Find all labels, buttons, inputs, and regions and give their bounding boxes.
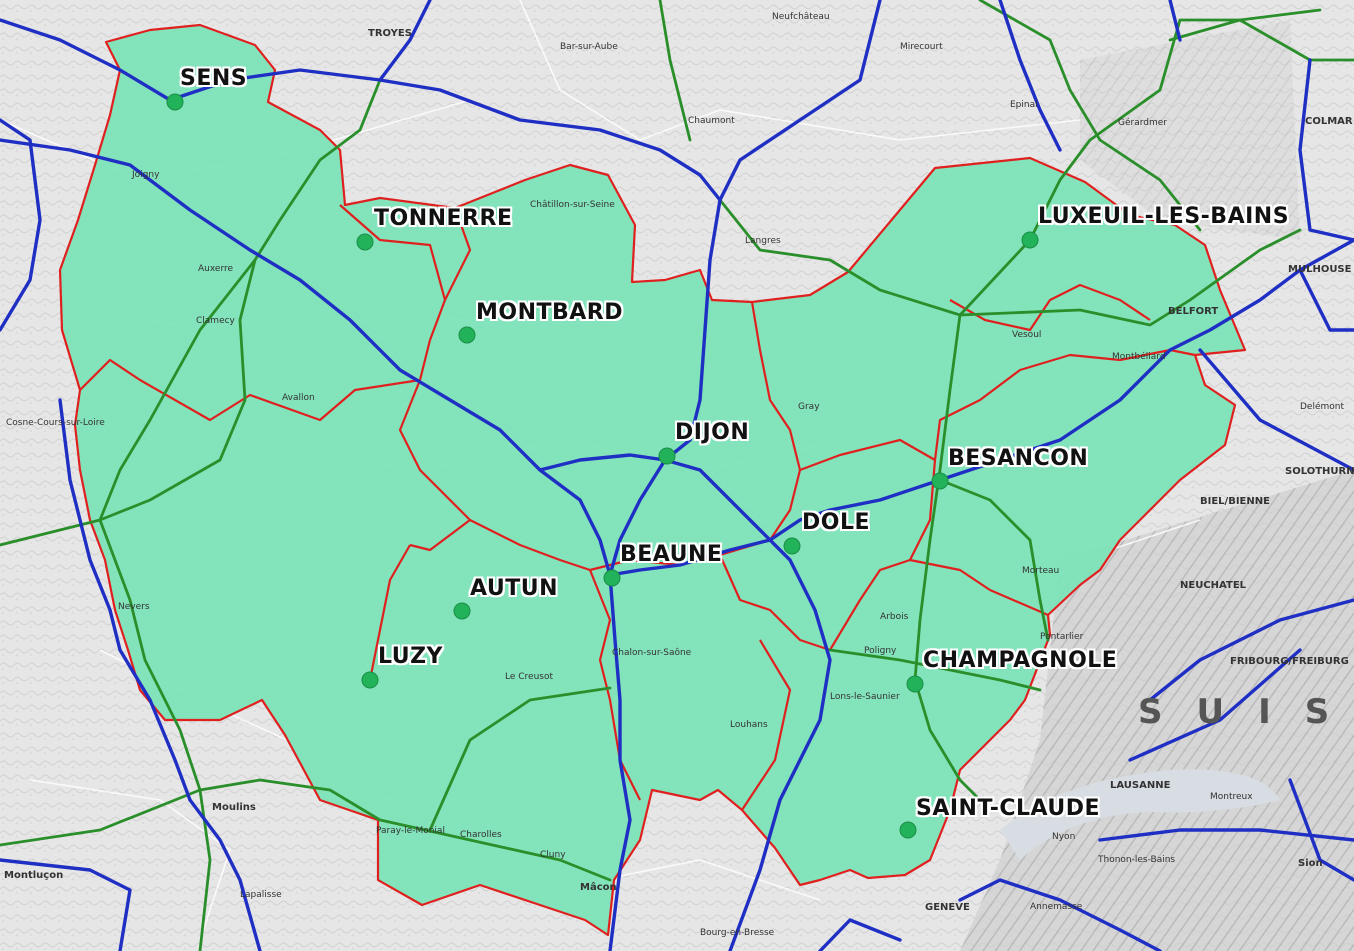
bg-label-chatillon: Châtillon-sur-Seine — [530, 200, 615, 210]
bg-label-creusot: Le Creusot — [505, 672, 554, 682]
bg-label-cluny: Cluny — [540, 850, 566, 860]
marker-tonnerre[interactable] — [356, 233, 374, 251]
bg-label-pontarlier: Pontarlier — [1040, 632, 1084, 642]
bg-label-charolles: Charolles — [460, 830, 502, 840]
marker-luzy[interactable] — [361, 671, 379, 689]
city-label-besancon[interactable]: BESANCON — [948, 446, 1089, 471]
bg-label-neuchatel: NEUCHATEL — [1180, 580, 1247, 591]
bg-label-gray: Gray — [798, 402, 820, 412]
bg-label-mirecourt: Mirecourt — [900, 42, 943, 52]
bg-label-neufchateau: Neufchâteau — [772, 12, 830, 22]
bg-label-biel: BIEL/BIENNE — [1200, 496, 1270, 507]
bg-label-joigny: Joigny — [132, 170, 160, 180]
bg-label-nevers: Nevers — [118, 602, 150, 612]
bg-label-epinal: Epinal — [1010, 100, 1038, 110]
marker-champagnole[interactable] — [906, 675, 924, 693]
bg-label-colmar: COLMAR — [1305, 116, 1353, 127]
vosges-relief — [1080, 20, 1300, 240]
city-label-montbard[interactable]: MONTBARD — [476, 300, 624, 325]
bg-label-nyon: Nyon — [1052, 832, 1076, 842]
bg-label-annemasse: Annemasse — [1030, 902, 1083, 912]
bg-label-suisse: SUISSE — [1138, 692, 1354, 732]
city-label-champagnole[interactable]: CHAMPAGNOLE — [923, 648, 1118, 673]
city-label-saint-claude[interactable]: SAINT-CLAUDE — [916, 796, 1101, 821]
bg-label-arbois: Arbois — [880, 612, 909, 622]
city-markers — [166, 93, 1039, 839]
bg-label-delemont: Delémont — [1300, 402, 1345, 412]
bg-label-clamecy: Clamecy — [196, 316, 235, 326]
bg-label-fribourg: FRIBOURG/FREIBURG — [1230, 656, 1349, 667]
bg-label-cosne: Cosne-Cours-sur-Loire — [6, 418, 105, 428]
marker-luxeuil[interactable] — [1021, 231, 1039, 249]
bg-label-chaumont: Chaumont — [688, 116, 735, 126]
bg-label-troyes: TROYES — [368, 28, 412, 39]
city-label-tonnerre[interactable]: TONNERRE — [374, 206, 513, 231]
bg-label-mulhouse: MULHOUSE — [1288, 264, 1352, 275]
bg-label-lons: Lons-le-Saunier — [830, 692, 900, 702]
bg-label-montbeliard: Montbéliard — [1112, 352, 1166, 362]
lake-geneva — [1000, 769, 1280, 860]
marker-saint-claude[interactable] — [899, 821, 917, 839]
marker-beaune[interactable] — [603, 569, 621, 587]
bg-label-chalon: Chalon-sur-Saône — [612, 648, 692, 658]
bg-label-lapalisse: Lapalisse — [240, 890, 282, 900]
bg-label-montlucon: Montluçon — [4, 870, 64, 881]
bg-label-auxerre: Auxerre — [198, 264, 234, 274]
city-label-autun[interactable]: AUTUN — [470, 576, 558, 601]
marker-sens[interactable] — [166, 93, 184, 111]
bg-label-morteau: Morteau — [1022, 566, 1060, 576]
bg-label-langres: Langres — [745, 236, 781, 246]
bg-label-moulins: Moulins — [212, 802, 256, 813]
city-label-luxeuil[interactable]: LUXEUIL-LES-BAINS — [1038, 204, 1290, 229]
city-label-dijon[interactable]: DIJON — [675, 420, 750, 445]
marker-montbard[interactable] — [458, 326, 476, 344]
bg-label-vesoul: Vesoul — [1012, 330, 1042, 340]
marker-autun[interactable] — [453, 602, 471, 620]
city-label-sens[interactable]: SENS — [180, 66, 248, 91]
bg-label-poligny: Poligny — [864, 646, 897, 656]
bg-label-avallon: Avallon — [282, 393, 315, 403]
bg-label-thonon: Thonon-les-Bains — [1098, 855, 1176, 865]
bg-label-sion: Sion — [1298, 858, 1323, 869]
bg-label-macon: Mâcon — [580, 882, 617, 893]
bg-label-solothurn: SOLOTHURN — [1285, 466, 1354, 477]
marker-dijon[interactable] — [658, 447, 676, 465]
bg-label-montreux: Montreux — [1210, 792, 1253, 802]
bg-label-belfort: BELFORT — [1168, 306, 1219, 317]
bg-label-bar-sur-aube: Bar-sur-Aube — [560, 42, 618, 52]
marker-dole[interactable] — [783, 537, 801, 555]
bg-label-lausanne: LAUSANNE — [1110, 780, 1171, 791]
bg-label-bourg: Bourg-en-Bresse — [700, 928, 775, 938]
city-label-beaune[interactable]: BEAUNE — [620, 542, 723, 567]
city-label-luzy[interactable]: LUZY — [378, 644, 443, 669]
bg-label-louhans: Louhans — [730, 720, 768, 730]
bg-label-geneve: GENEVE — [925, 902, 970, 913]
bg-label-gerardmer: Gérardmer — [1118, 118, 1167, 128]
marker-besancon[interactable] — [931, 472, 949, 490]
city-label-dole[interactable]: DOLE — [802, 510, 871, 535]
department-borders — [58, 23, 1247, 937]
bg-label-paray: Paray-le-Monial — [376, 826, 445, 836]
